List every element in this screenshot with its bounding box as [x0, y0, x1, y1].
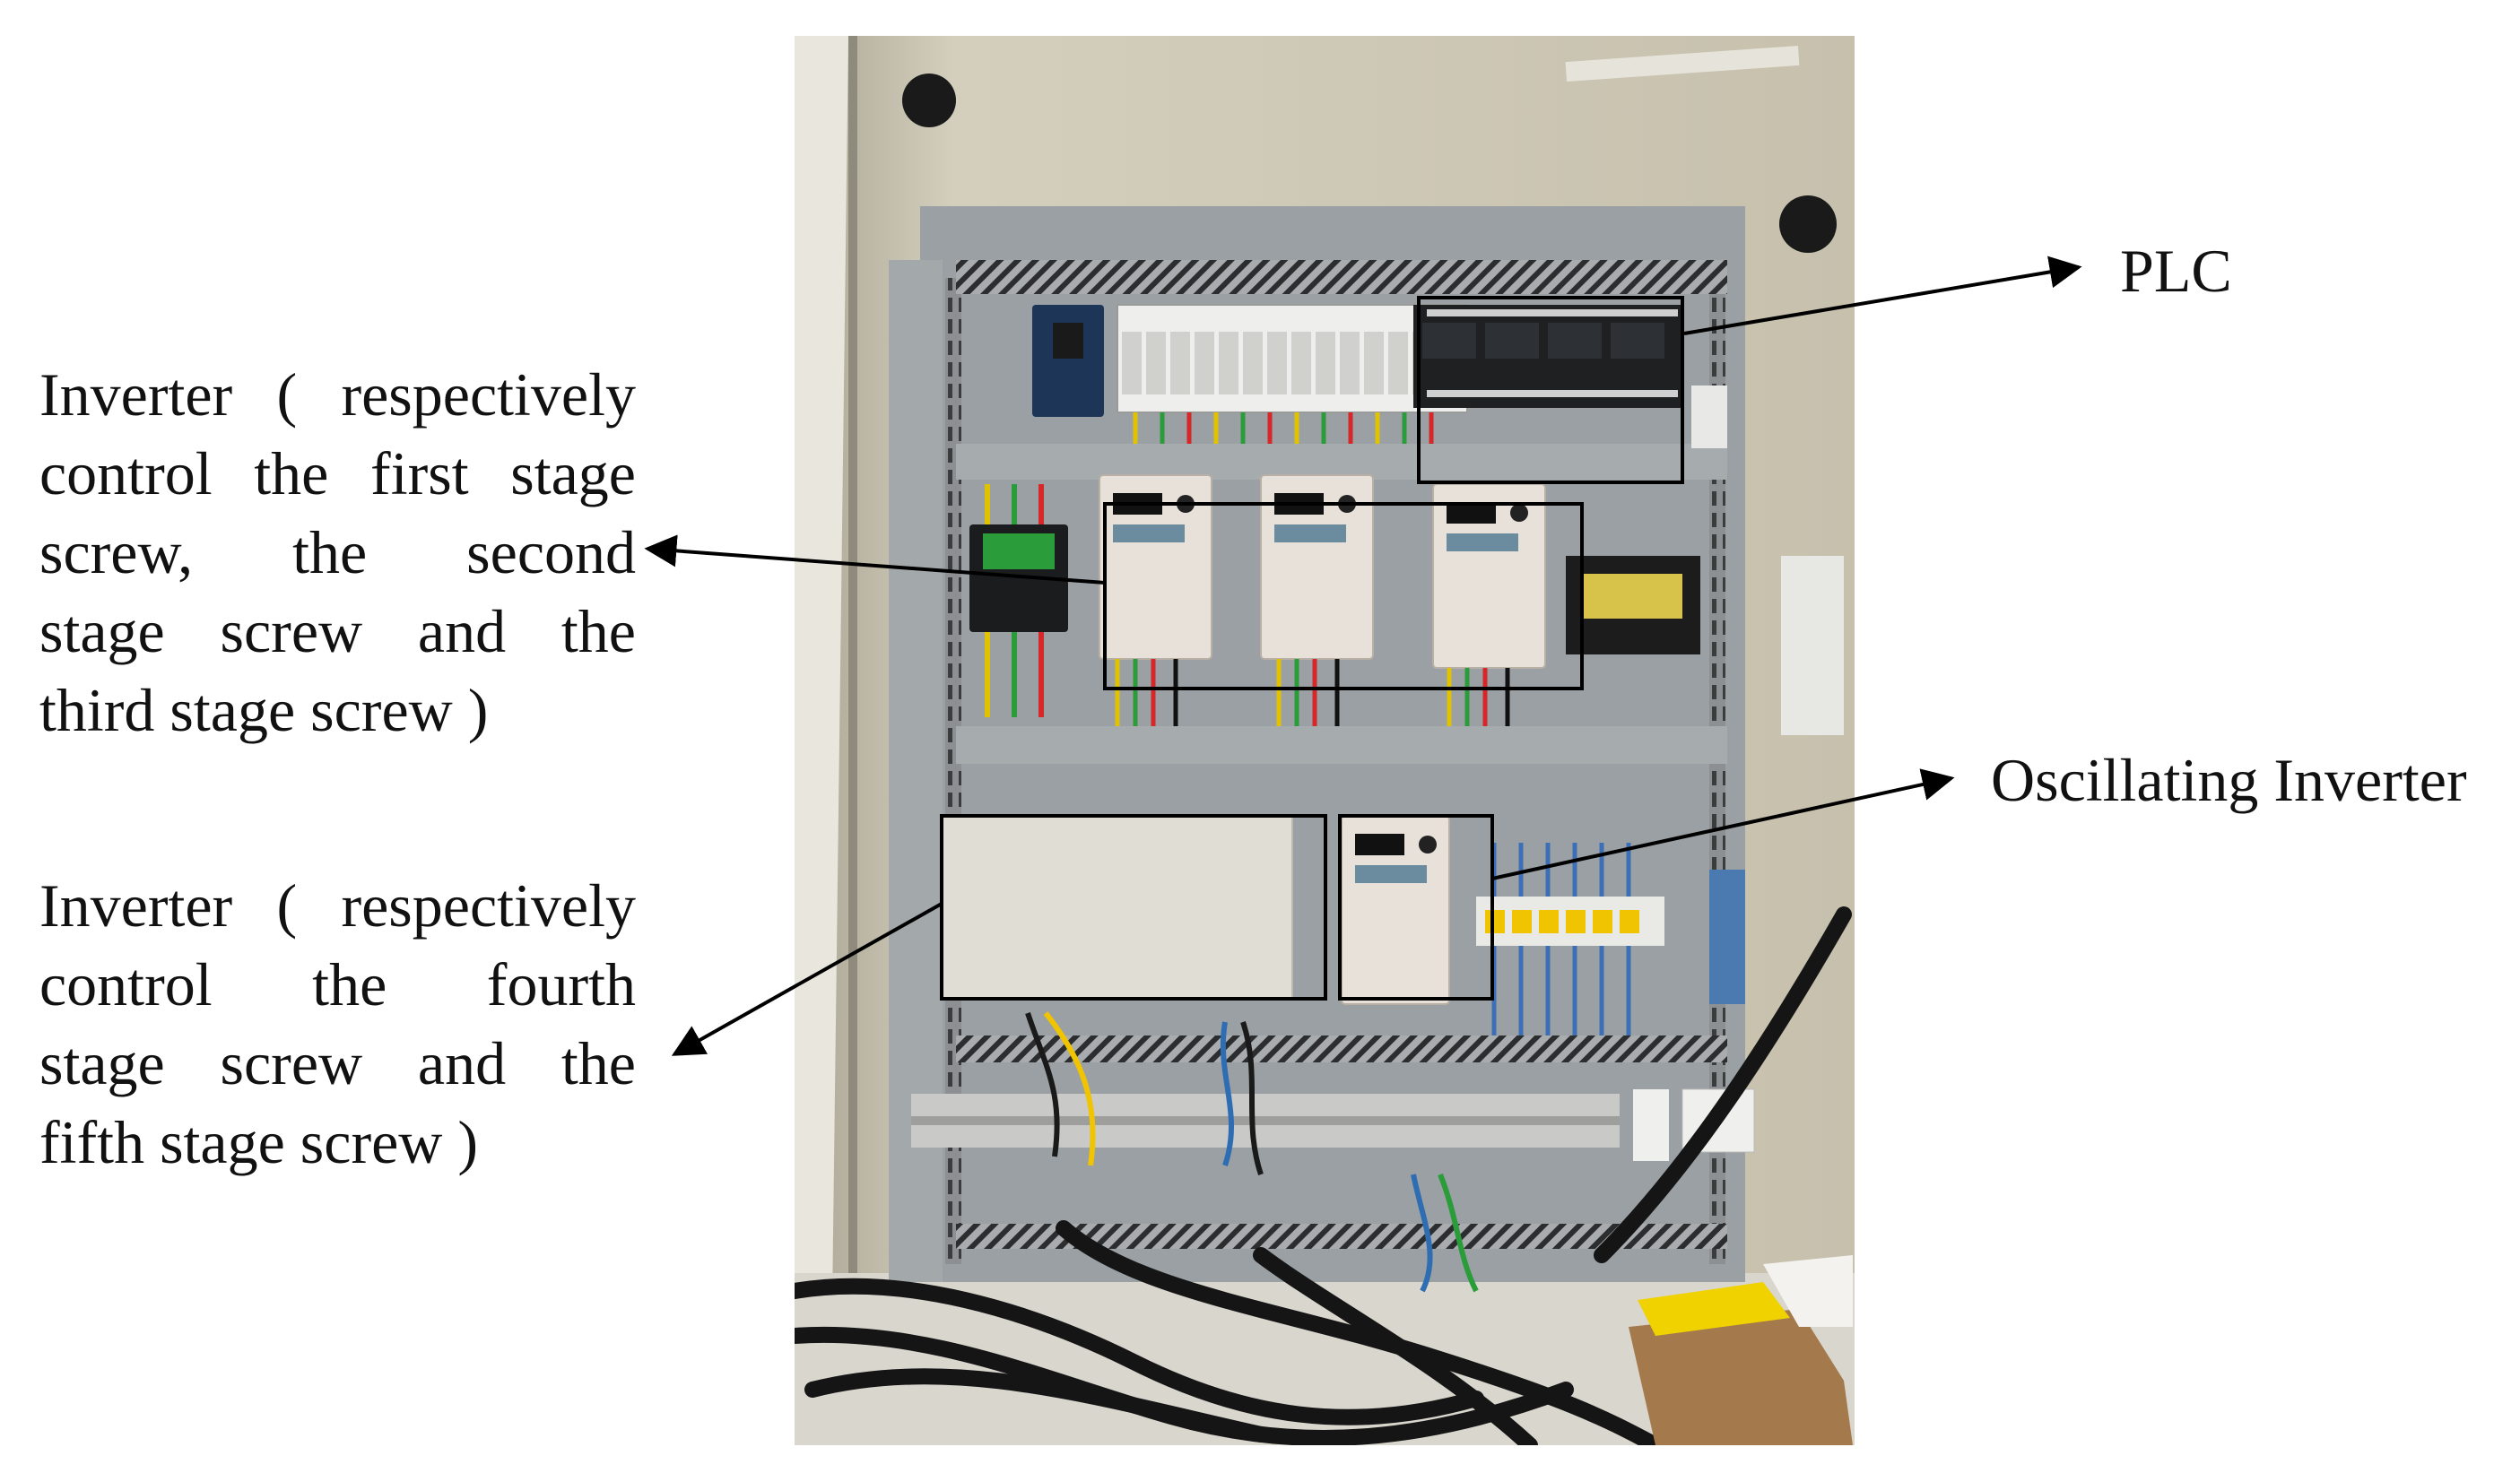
label-plc: PLC — [2120, 237, 2232, 305]
label-inverters-stage-1-3: Inverter ( respectively control the firs… — [39, 355, 636, 749]
inverter-unit — [1260, 474, 1374, 660]
label-inverters-stage-4-5: Inverter ( respectively control the four… — [39, 866, 636, 1182]
label-line: stage screw and the — [39, 597, 636, 665]
wire-duct — [956, 1035, 1727, 1062]
inverter-unit — [1099, 474, 1212, 660]
plc-modules — [1413, 305, 1682, 408]
wire-duct — [956, 260, 1727, 294]
inverter-wires — [1115, 659, 1510, 726]
label-line: screw, the second — [39, 518, 636, 586]
label-line: Inverter ( respectively — [39, 360, 636, 429]
light-fixture — [1565, 45, 1800, 82]
relay-block — [1476, 897, 1664, 946]
breaker-wires — [1133, 412, 1434, 444]
label-line: third stage screw ) — [39, 676, 489, 744]
fan-hole — [902, 74, 956, 127]
cabinet-door — [795, 36, 848, 1445]
label-line: control the fourth — [39, 950, 636, 1018]
label-oscillating-inverter: Oscillating Inverter — [1991, 746, 2467, 814]
power-supply — [1709, 870, 1745, 1004]
white-cloth — [1763, 1255, 1853, 1327]
label-line: control the first stage — [39, 439, 636, 507]
control-cabinet-photo — [795, 36, 1855, 1445]
circuit-breaker-row — [1117, 304, 1468, 413]
main-breaker — [1032, 305, 1104, 417]
loose-cables — [1025, 1011, 1479, 1293]
outlet-breaker — [1633, 1089, 1669, 1161]
label-line: Inverter ( respectively — [39, 871, 636, 940]
fan-hole — [1779, 195, 1837, 253]
inverter-cover-plate — [942, 815, 1293, 1001]
power-cables — [795, 906, 1852, 1445]
side-relays — [1781, 556, 1844, 735]
inverter-unit — [1432, 483, 1546, 669]
contactor-wires — [985, 484, 1044, 717]
label-line: stage screw and the — [39, 1029, 636, 1097]
cardboard-box — [1629, 1309, 1853, 1445]
label-line: fifth stage screw ) — [39, 1108, 479, 1176]
oscillating-inverter-unit — [1341, 815, 1450, 1005]
yellow-paper — [1638, 1282, 1790, 1336]
wire-duct — [956, 726, 1727, 764]
